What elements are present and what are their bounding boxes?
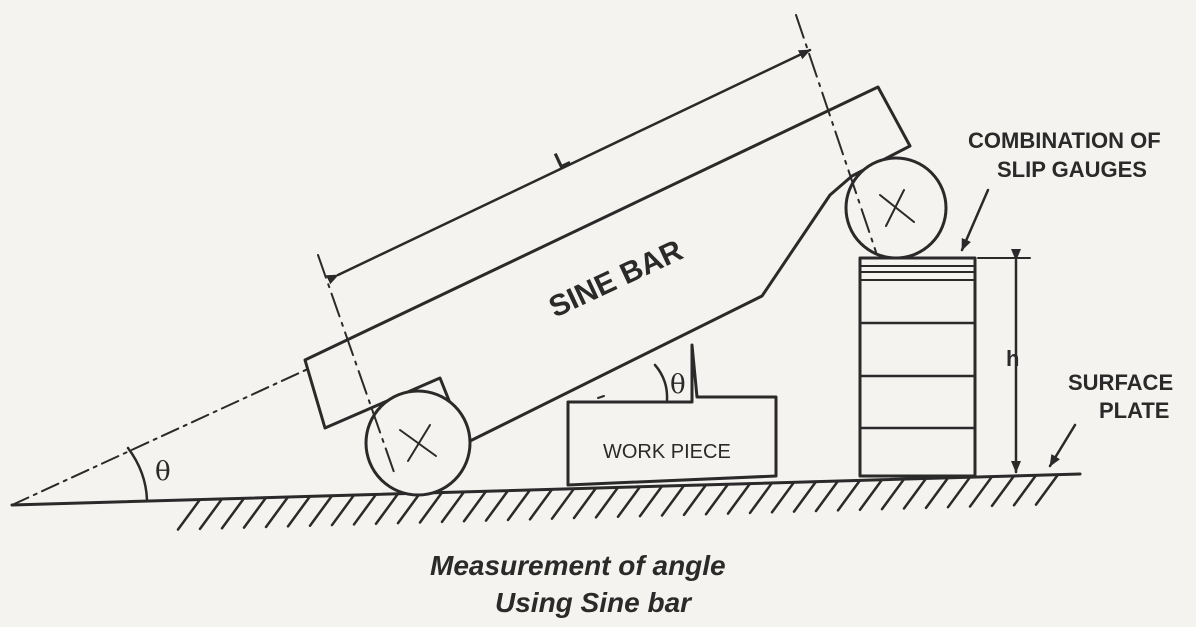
hatch-line [462,489,488,523]
hatch-line [726,482,752,515]
hatch-line [616,485,642,519]
hatch-line [1034,473,1060,506]
hatch-line [396,491,422,525]
hatch-line [484,489,510,522]
hatch-line [176,498,202,531]
hatch-line [242,496,268,529]
hatch-line [418,491,444,524]
left-centre-line [317,254,396,476]
height-label: h [1006,346,1019,371]
work-piece-mark [597,395,605,399]
hatch-line [352,493,378,526]
hatch-line [550,487,576,520]
hatch-line [704,482,730,516]
theta-arc-base [126,446,149,502]
hatch-line [792,480,818,513]
hatch-line [594,486,620,519]
caption-line1: Measurement of angle [430,550,726,581]
slip-gauge-stack [858,256,977,478]
hatch-line [308,494,334,527]
theta-base-label: θ [155,457,171,487]
hatch-line [770,481,796,514]
hatch-line [286,495,312,528]
left-roller [364,389,472,497]
hatch-line [924,476,950,510]
right-roller [844,156,948,260]
hatch-line [814,479,840,513]
hatch-line [638,484,664,518]
slip-gauges-label-line1: COMBINATION OF [968,128,1161,153]
hatch-line [880,477,906,511]
hatch-line [330,493,356,527]
theta-arc-work [653,363,669,402]
hatch-line [902,477,928,510]
angle-reference-line [11,367,311,506]
work-piece-label: WORK PIECE [603,441,731,463]
hatch-line [748,481,774,515]
hatch-line [374,492,400,526]
hatch-line [660,484,686,517]
hatch-line [968,475,994,508]
hatch-line [528,488,554,521]
hatch-line [506,488,532,522]
surface-plate-hatching [176,473,1060,531]
hatch-line [858,478,884,511]
caption-line2: Using Sine bar [495,587,693,618]
hatch-line [946,475,972,509]
surface-plate-label-line1: SURFACE [1068,370,1173,395]
slip-gauges-label-line2: SLIP GAUGES [997,157,1147,182]
hatch-line [1012,474,1038,507]
hatch-line [220,497,246,530]
length-dimension-arrow [325,48,812,285]
theta-work-label: θ [670,370,686,400]
hatch-line [198,497,224,531]
slip-gauges-leader [960,188,990,252]
hatch-line [440,490,466,524]
hatch-line [572,486,598,520]
surface-plate-label-line2: PLATE [1099,398,1169,423]
hatch-line [990,474,1016,508]
length-label: L [550,145,573,173]
surface-plate-leader [1048,423,1077,468]
hatch-line [836,479,862,512]
surface-plate-line [10,472,1082,507]
hatch-line [264,495,290,529]
hatch-line [682,483,708,517]
